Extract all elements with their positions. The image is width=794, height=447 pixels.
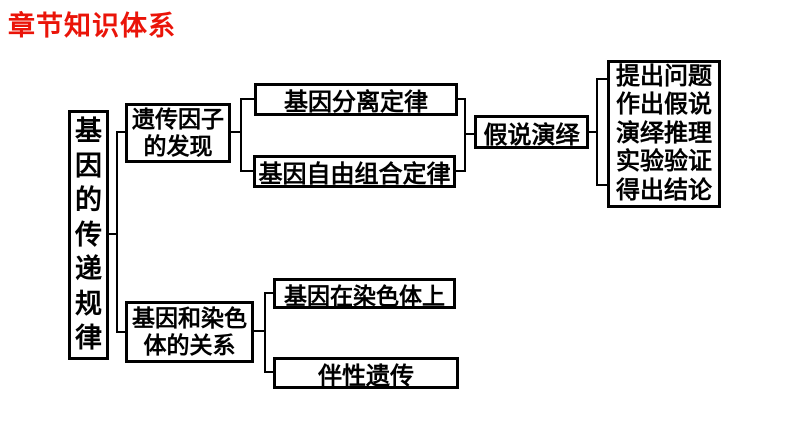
connector-line	[254, 330, 266, 332]
root-char: 因	[75, 150, 102, 181]
connector-line	[464, 133, 474, 135]
node-sex-linked-inheritance: 伴性遗传	[273, 357, 459, 390]
step-line: 提出问题	[616, 62, 712, 90]
connector-line	[231, 131, 242, 133]
node-label: 假说演绎	[483, 121, 580, 149]
step-line: 实验验证	[616, 148, 712, 176]
connector-line	[240, 170, 253, 172]
node-discovery-of-genetic-factors: 遗传因子 的发现	[125, 103, 231, 163]
node-gene-transmission-rules: 基 因 的 传 递 规 律	[68, 110, 109, 360]
node-hypothesis-deduction-steps: 提出问题 作出假说 演绎推理 实验验证 得出结论	[607, 60, 721, 208]
connector-line	[596, 184, 607, 186]
connector-line	[596, 78, 607, 80]
node-gene-chromosome-relationship: 基因和染色 体的关系	[125, 301, 254, 363]
connector-line	[458, 98, 466, 100]
root-char: 传	[75, 219, 102, 250]
connector-line	[264, 292, 266, 373]
step-line: 得出结论	[616, 176, 712, 204]
connector-line	[116, 131, 118, 333]
node-label: 伴性遗传	[318, 362, 414, 390]
node-label: 基因在染色体上	[284, 282, 445, 309]
connector-line	[264, 371, 273, 373]
node-hypothesis-deduction: 假说演绎	[474, 115, 589, 149]
root-char: 律	[75, 323, 102, 354]
node-law-of-independent-assortment: 基因自由组合定律	[253, 155, 456, 188]
connector-line	[240, 98, 254, 100]
node-line: 遗传因子	[132, 106, 224, 132]
node-line: 的发现	[143, 133, 213, 159]
connector-line	[589, 131, 598, 133]
node-label: 基因自由组合定律	[258, 161, 451, 188]
node-label: 基因分离定律	[284, 89, 428, 116]
node-law-of-segregation: 基因分离定律	[254, 83, 458, 116]
connector-line	[240, 98, 242, 172]
node-line: 体的关系	[143, 332, 236, 358]
root-char: 递	[75, 254, 102, 285]
connector-line	[264, 292, 273, 294]
root-char: 的	[75, 185, 102, 216]
connector-line	[464, 98, 466, 172]
root-char: 规	[75, 288, 102, 319]
connector-line	[108, 233, 118, 235]
step-line: 演绎推理	[616, 119, 712, 147]
node-line: 基因和染色	[132, 305, 247, 331]
connector-line	[456, 170, 466, 172]
step-line: 作出假说	[616, 91, 712, 119]
connector-line	[116, 131, 126, 133]
connector-line	[596, 78, 598, 186]
connector-line	[116, 331, 126, 333]
node-genes-on-chromosomes: 基因在染色体上	[273, 278, 456, 309]
page-title: 章节知识体系	[8, 11, 176, 41]
root-char: 基	[75, 116, 102, 147]
